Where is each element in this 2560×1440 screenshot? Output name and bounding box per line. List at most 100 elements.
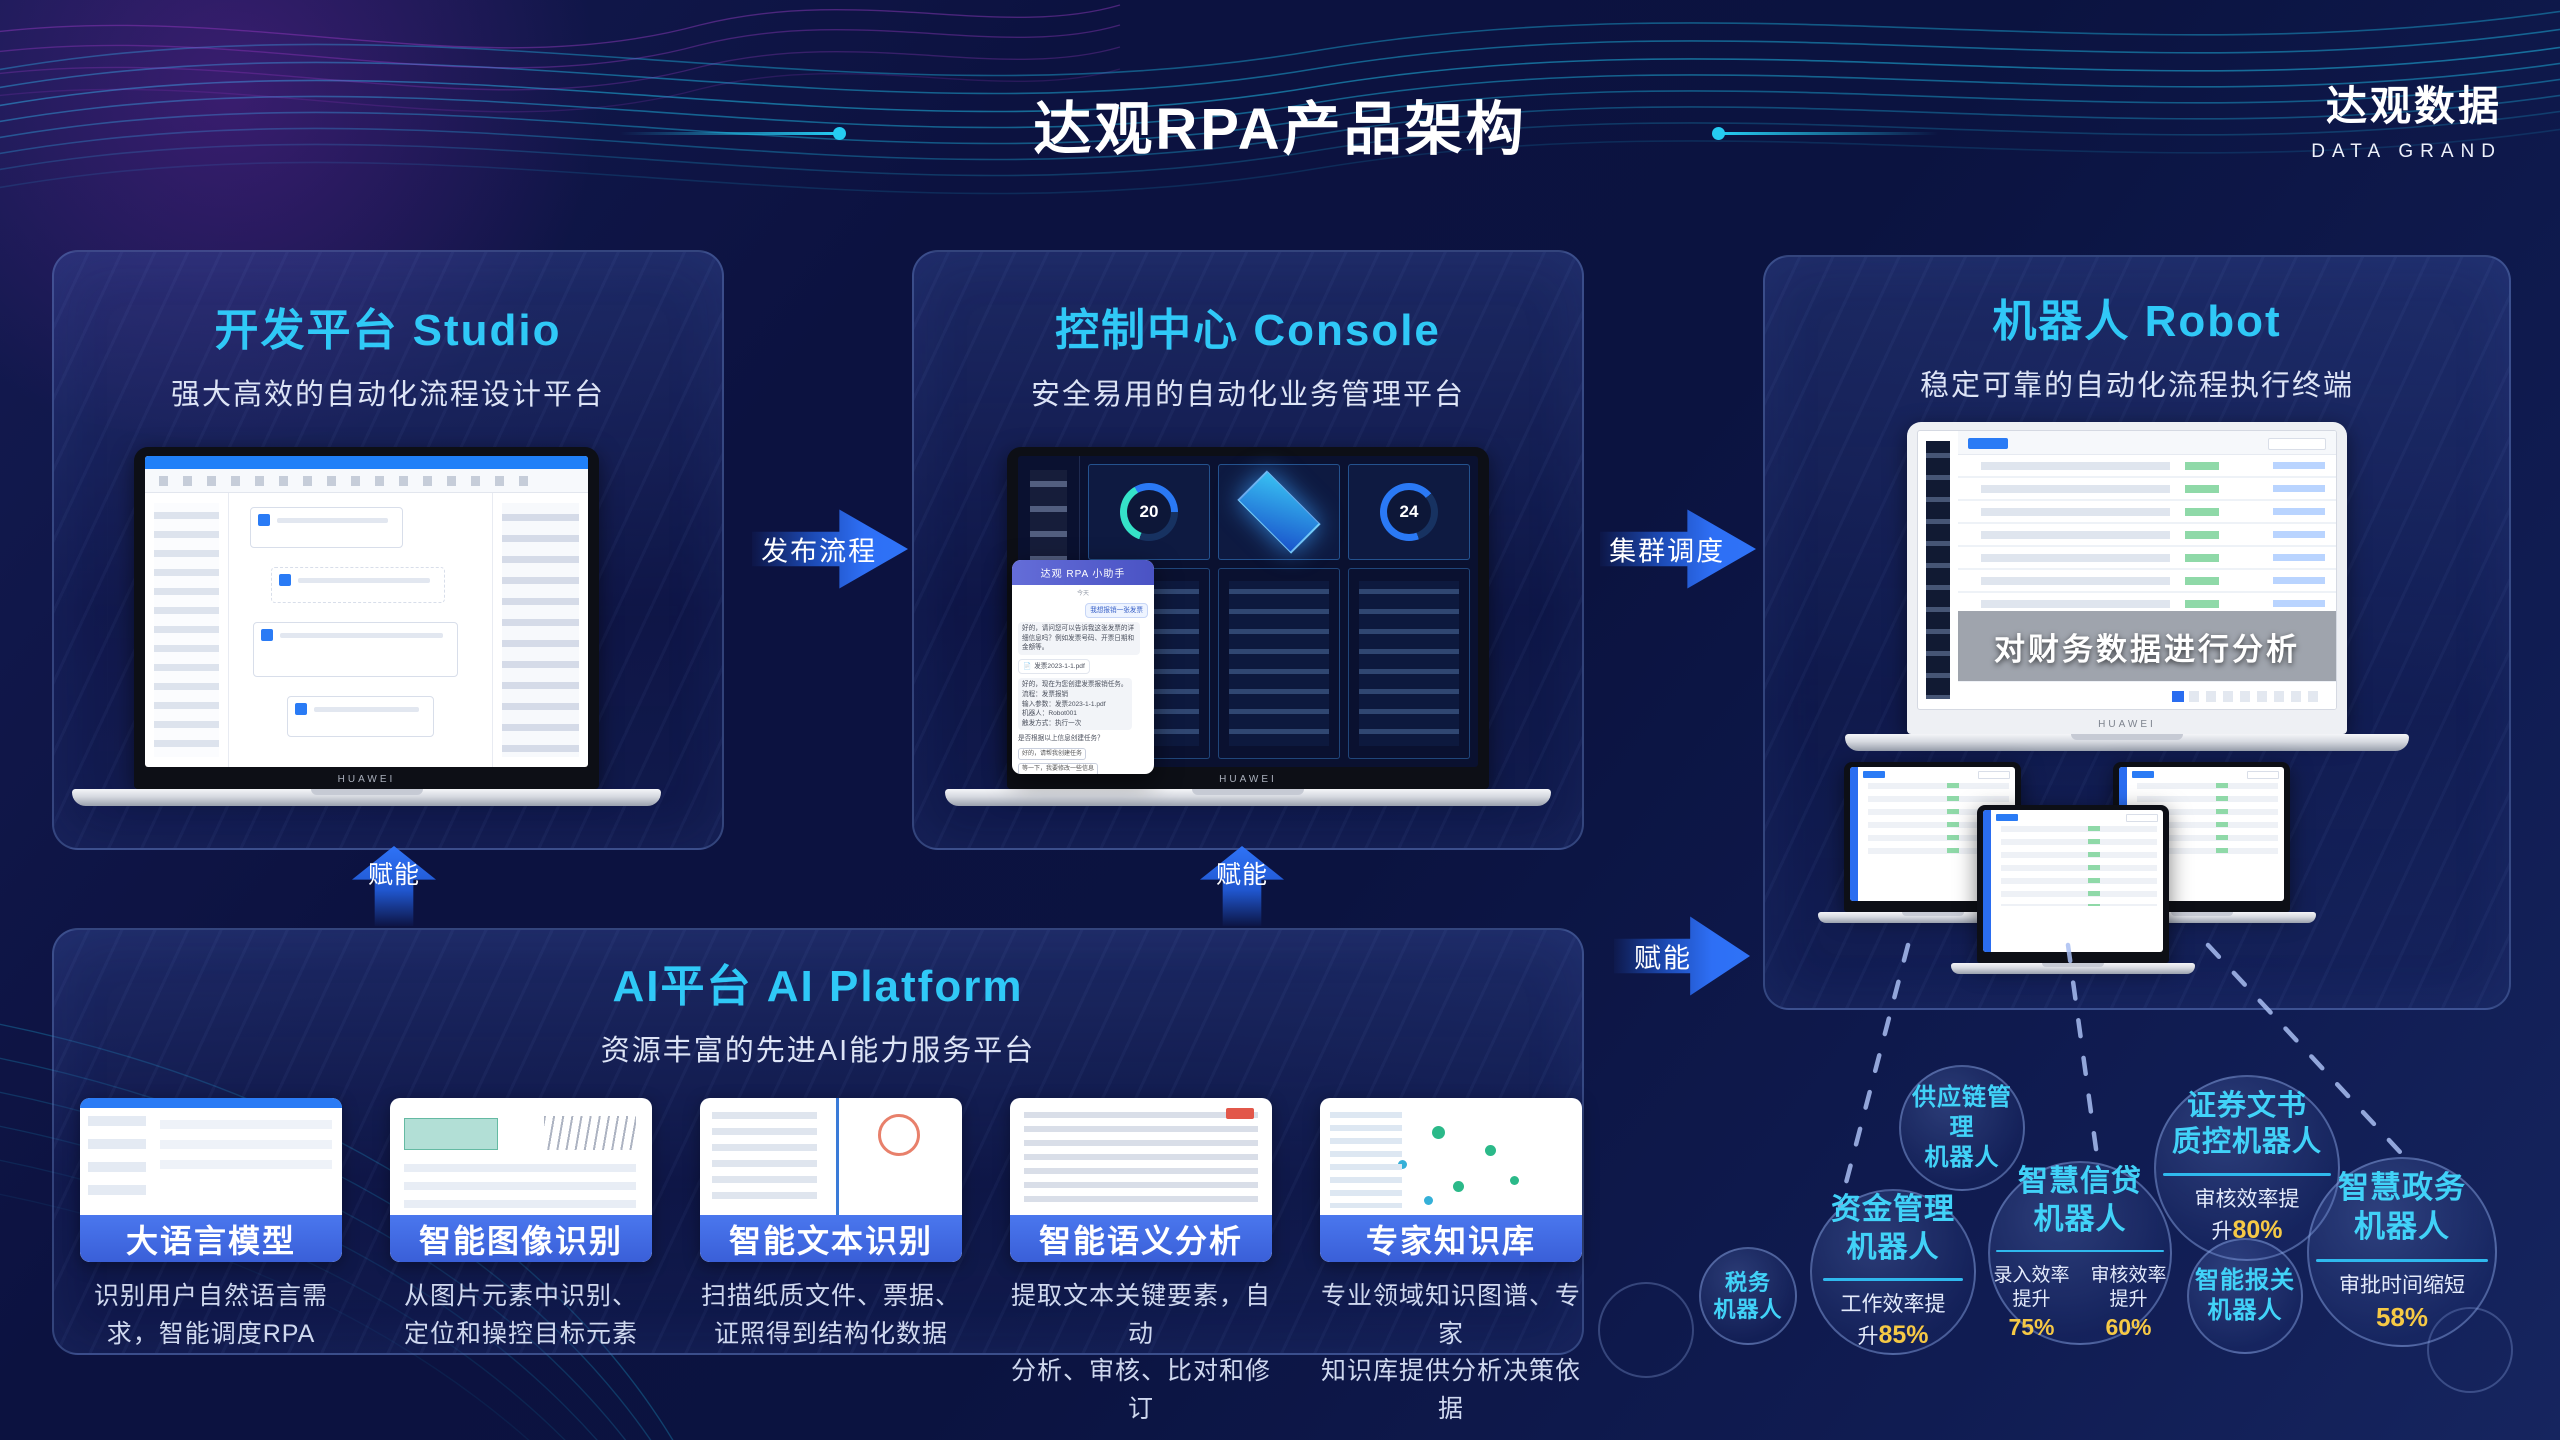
arrow-label: 赋能 [1633, 943, 1692, 974]
card-desc: 提取文本关键要素，自动 分析、审核、比对和修订 [1010, 1282, 1271, 1423]
robot-title: 机器人 Robot [1992, 297, 2282, 346]
chat-user-message: 我想报销一张发票 [1085, 602, 1148, 619]
file-icon: 📄 [1023, 662, 1032, 670]
panel-console: 控制中心 Console 安全易用的自动化业务管理平台 20 24 [912, 250, 1584, 850]
console-subtitle: 安全易用的自动化业务管理平台 [1030, 379, 1465, 411]
bubble-label: 供应链管理 机器人 [1912, 1084, 2012, 1171]
arrow-label: 赋能 [1215, 861, 1269, 890]
chat-bot-message: 好的，现在为您创建发票报销任务。 流程：发票报销 输入参数：发票2023-1-1… [1018, 678, 1132, 731]
console-3d-platform [1218, 464, 1340, 560]
robot-table-actions-column [2272, 462, 2325, 609]
robot-small-laptop-center [1951, 805, 2195, 974]
card-desc: 识别用户自然语言需 求，智能调度RPA [93, 1282, 328, 1348]
chat-title: 达观 RPA 小助手 [1012, 560, 1154, 585]
bubble-supply-chain-robot: 供应链管理 机器人 [1899, 1065, 2025, 1191]
bubble-label: 资金管理 机器人 [1831, 1193, 1955, 1264]
card-desc: 从图片元素中识别、 定位和操控目标元素 [403, 1282, 638, 1348]
card-knowledge-base: 专家知识库 专业领域知识图谱、专家 知识库提供分析决策依据 [1320, 1098, 1582, 1428]
laptop-base [1818, 912, 2047, 923]
console-gauge-right: 24 [1348, 464, 1470, 560]
chat-confirm-question: 是否根据以上信息创建任务？ [1018, 735, 1104, 743]
mini-app-sidebar [1983, 810, 1991, 952]
rpa-assistant-chat: 达观 RPA 小助手 今天 我想报销一张发票 好的，请问您可以告诉我这张发票的详… [1012, 560, 1154, 774]
console-title: 控制中心 Console [1055, 306, 1441, 355]
robot-table-toolbar [1958, 431, 2336, 455]
chat-bot-message: 好的，请问您可以告诉我这张发票的详细信息吗？例如发票号码、开票日期和金额等。 [1018, 622, 1141, 655]
bubble-divider [1996, 1250, 2164, 1252]
console-dashboard-screenshot: 20 24 [1012, 456, 1478, 774]
studio-activity-tree [145, 493, 229, 767]
laptop-brand: HUAWEI [1219, 774, 1277, 785]
chat-quick-reply-edit: 等一下，我要修改一些信息 [1018, 763, 1099, 774]
publish-flow-arrow: 发布流程 [752, 506, 908, 592]
console-gauge-left: 20 [1088, 464, 1210, 560]
robot-video-caption: 对财务数据进行分析 [1958, 611, 2336, 681]
bubble-label: 证券文书 质控机器人 [2171, 1090, 2322, 1159]
page-title: 达观RPA产品架构 [1033, 97, 1527, 162]
card-label: 专家知识库 [1320, 1215, 1582, 1262]
studio-app-titlebar [145, 456, 588, 469]
laptop-brand: HUAWEI [337, 774, 396, 785]
arrow-label: 赋能 [367, 861, 421, 890]
gauge-left-value: 20 [1139, 502, 1159, 521]
semantic-analysis-thumbnail: 智能语义分析 [1010, 1098, 1272, 1262]
robot-main-laptop: 对财务数据进行分析 HUAWEI [1845, 422, 2409, 751]
arrow-label: 集群调度 [1609, 536, 1726, 567]
laptop-base [1951, 963, 2195, 974]
llm-thumbnail: 大语言模型 [80, 1098, 342, 1262]
chat-date: 今天 [1076, 591, 1089, 597]
decor-circle [1598, 1282, 1694, 1378]
laptop-base [72, 789, 661, 806]
chat-task-summary: 流程：发票报销 输入参数：发票2023-1-1.pdf 机器人：Robot001… [1022, 690, 1106, 727]
bubble-customs-robot: 智能报关 机器人 [2187, 1238, 2303, 1354]
panel-ai-platform: AI平台 AI Platform 资源丰富的先进AI能力服务平台 大语言模型 识… [52, 928, 1584, 1423]
logo-en: DATA GRAND [2311, 141, 2502, 162]
empower-arrow-robot: 赋能 [1614, 913, 1750, 999]
file-name: 发票2023-1-1.pdf [1034, 662, 1085, 670]
image-recognition-thumbnail: 智能图像识别 [390, 1098, 652, 1262]
studio-app-screenshot [145, 456, 588, 767]
ai-title: AI平台 AI Platform [612, 962, 1024, 1011]
bubble-label: 税务 机器人 [1713, 1269, 1783, 1323]
studio-subtitle: 强大高效的自动化流程设计平台 [170, 379, 605, 411]
empower-arrow-console: 赋能 [1200, 846, 1284, 926]
title-decoration-right [1712, 127, 1938, 140]
card-semantic-analysis: 智能语义分析 提取文本关键要素，自动 分析、审核、比对和修订 [1010, 1098, 1272, 1428]
console-robot-card [1348, 568, 1470, 759]
bubble-government-robot: 智慧政务 机器人 审批时间缩短 58% [2307, 1157, 2497, 1347]
bubble-stat: 工作效率提 升85% [1840, 1292, 1946, 1350]
bubble-funds-robot: 资金管理 机器人 工作效率提 升85% [1810, 1189, 1976, 1355]
console-robot-card [1218, 568, 1340, 759]
console-laptop: 20 24 [945, 447, 1551, 806]
robot-subtitle: 稳定可靠的自动化流程执行终端 [1919, 370, 2354, 402]
laptop-base [1845, 734, 2409, 751]
studio-app-toolbar [145, 469, 588, 493]
studio-title: 开发平台 Studio [214, 306, 562, 355]
robot-small-laptop-left [1818, 762, 2047, 923]
studio-properties-panel [492, 493, 588, 767]
mini-task-table [2001, 826, 2157, 906]
robot-table-pagination [1958, 681, 2336, 709]
cluster-schedule-arrow: 集群调度 [1600, 506, 1756, 592]
brand-logo: 达观数据 DATA GRAND [2311, 72, 2502, 163]
bubble-label: 智能报关 机器人 [2195, 1267, 2295, 1324]
chat-file-attachment: 📄 发票2023-1-1.pdf [1018, 658, 1090, 675]
ai-subtitle: 资源丰富的先进AI能力服务平台 [600, 1035, 1036, 1067]
card-image-recognition: 智能图像识别 从图片元素中识别、 定位和操控目标元素 [390, 1098, 652, 1353]
robot-console-screenshot: 对财务数据进行分析 [1917, 430, 2337, 710]
empower-arrow-studio: 赋能 [352, 846, 436, 926]
card-text-recognition: 智能文本识别 扫描纸质文件、票据、 证照得到结构化数据 [700, 1098, 962, 1353]
card-label: 智能语义分析 [1010, 1215, 1272, 1262]
laptop-base [2087, 912, 2316, 923]
title-decoration-left [620, 127, 846, 140]
arrow-label: 发布流程 [761, 536, 878, 567]
card-llm: 大语言模型 识别用户自然语言需 求，智能调度RPA [80, 1098, 342, 1353]
mini-app-sidebar [1850, 767, 1858, 901]
text-recognition-thumbnail: 智能文本识别 [700, 1098, 962, 1262]
bubble-divider [2316, 1258, 2488, 1262]
panel-robot: 机器人 Robot 稳定可靠的自动化流程执行终端 对财务数据进行分析 [1763, 255, 2511, 1010]
laptop-brand: HUAWEI [2098, 719, 2156, 730]
